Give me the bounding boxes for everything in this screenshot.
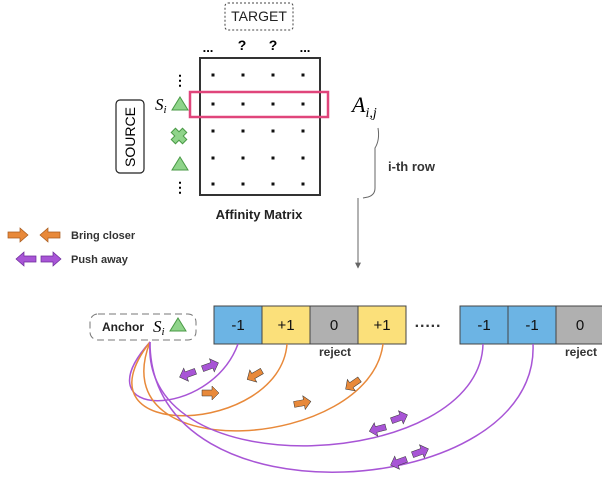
matrix-dot <box>241 102 245 106</box>
legend-bring-closer-label: Bring closer <box>71 230 136 242</box>
curve-push-cell-6 <box>149 341 534 473</box>
row-cell-value: 0 <box>576 317 584 334</box>
triangle-icon <box>171 96 189 111</box>
pull-arrow-icon <box>201 385 220 401</box>
curve-arrows <box>179 358 429 470</box>
anchor-triangle-icon <box>169 317 187 332</box>
matrix-dot <box>301 182 305 186</box>
col-question-2: ? <box>269 37 278 53</box>
connection-curves <box>128 341 534 473</box>
matrix-dot <box>241 73 245 77</box>
legend-push-away-icon <box>15 251 62 267</box>
matrix-dot <box>301 102 305 106</box>
row-cell-value: +1 <box>277 317 294 334</box>
legend: Bring closer Push away <box>7 227 136 267</box>
source-label: SOURCE <box>122 107 138 167</box>
matrix-dot <box>211 73 215 77</box>
s-i-label-anchor: Si <box>153 317 165 338</box>
row-ellipsis: ····· <box>415 318 442 335</box>
matrix-dot <box>301 73 305 77</box>
matrix-dot <box>211 129 215 133</box>
curve-push-cell-5 <box>149 341 484 447</box>
matrix-dot <box>271 129 275 133</box>
pull-arrow-icon <box>345 376 362 392</box>
push-arrow-icon <box>368 422 387 437</box>
affinity-matrix <box>188 57 330 196</box>
matrix-dot <box>271 73 275 77</box>
matrix-dot <box>271 156 275 160</box>
matrix-dot <box>211 102 215 106</box>
row-dots-bottom: ⋮ <box>173 179 187 195</box>
push-arrow-icon <box>411 444 429 459</box>
pull-arrow-icon <box>293 395 312 411</box>
row-cell <box>261 305 311 345</box>
matrix-dot <box>211 156 215 160</box>
col-dots-left: ... <box>203 40 214 55</box>
anchor-label: Anchor <box>102 320 144 334</box>
col-dots-right: ... <box>300 40 311 55</box>
ith-row-label: i-th row <box>388 159 436 174</box>
matrix-dot <box>271 102 275 106</box>
matrix-dot <box>301 129 305 133</box>
matrix-dot <box>241 129 245 133</box>
row-cell-value: +1 <box>373 317 390 334</box>
matrix-dots <box>211 73 305 186</box>
reject-label-1: reject <box>319 345 351 359</box>
push-arrow-icon <box>179 367 197 382</box>
matrix-dot <box>211 182 215 186</box>
s-i-label-matrix: Si <box>155 95 167 116</box>
reject-label-2: reject <box>565 345 597 359</box>
row-cell <box>555 305 602 345</box>
curve-push-cell-1 <box>128 341 239 402</box>
matrix-title: Affinity Matrix <box>216 207 303 222</box>
push-arrow-icon <box>390 410 408 425</box>
row-cell <box>357 305 407 345</box>
target-label: TARGET <box>231 8 287 24</box>
col-question-1: ? <box>238 37 247 53</box>
matrix-column-headers: ... ? ? ... <box>203 37 311 55</box>
matrix-dot <box>301 156 305 160</box>
pull-arrow-icon <box>246 368 264 383</box>
matrix-dot <box>241 156 245 160</box>
push-arrow-icon <box>201 358 219 373</box>
matrix-dot <box>271 182 275 186</box>
legend-bring-closer-icon <box>7 227 61 243</box>
row-cell <box>459 305 509 345</box>
anchor-box: Anchor Si <box>89 313 197 341</box>
row-cell-value: -1 <box>525 317 538 334</box>
row-cell-value: -1 <box>231 317 244 334</box>
legend-push-away-label: Push away <box>71 254 129 266</box>
row-cell <box>309 305 359 345</box>
target-label-box: TARGET <box>224 2 294 31</box>
affinity-element-label: Ai,j <box>350 92 377 121</box>
source-label-box: SOURCE <box>115 99 145 174</box>
row-cell-value: 0 <box>330 317 338 334</box>
cross-icon <box>170 127 188 145</box>
push-arrow-icon <box>390 455 408 470</box>
highlighted-row <box>188 90 330 119</box>
triangle-icon-2 <box>171 156 189 171</box>
row-dots-top: ⋮ <box>173 72 187 88</box>
matrix-dot <box>241 182 245 186</box>
row-cell-value: -1 <box>477 317 490 334</box>
curve-pull-cell-4 <box>143 341 384 432</box>
affinity-row: -1 +1 0 +1 -1 -1 0 <box>213 305 602 345</box>
ith-row-connector <box>355 127 380 269</box>
